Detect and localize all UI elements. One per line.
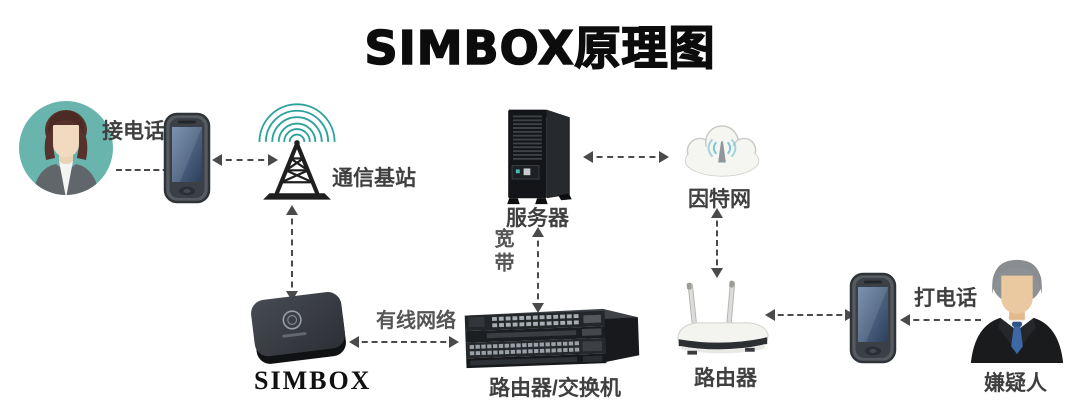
woman-avatar-icon (19, 101, 113, 195)
arrow-internet-router (710, 208, 723, 278)
base-station-label: 通信基站 (332, 167, 416, 190)
arrow-router-phone (765, 308, 855, 321)
server (496, 102, 582, 206)
arrow-suspect-to-phone (900, 313, 981, 326)
base-station (242, 96, 352, 208)
receiver-avatar (16, 98, 116, 198)
answer-call-label: 接电话 (102, 120, 165, 143)
arrowhead-down (285, 291, 298, 301)
arrowhead-left (583, 150, 593, 163)
arrowhead-right (659, 150, 669, 163)
suspect-phone (849, 272, 897, 364)
arrowhead-down (531, 303, 544, 313)
arrowhead-left (349, 335, 359, 348)
server-tower-icon (507, 109, 572, 205)
network-switch-icon (464, 308, 640, 369)
arrow-server-switch (531, 227, 544, 313)
arrowhead-up (285, 205, 298, 215)
arrow-server-internet (583, 150, 669, 163)
server-label: 服务器 (506, 207, 569, 230)
cell-tower-icon (258, 103, 336, 200)
make-call-label: 打电话 (914, 287, 977, 310)
arrowhead-down (710, 268, 723, 278)
arrow-simbox-switch (349, 335, 459, 348)
mobile-phone-icon (163, 112, 211, 204)
arrowhead-left (765, 308, 775, 321)
router-switch-label: 路由器/交换机 (489, 377, 621, 400)
router-switch (456, 300, 644, 370)
arrowhead-left (212, 153, 222, 166)
simbox-label: SIMBOX (254, 366, 372, 395)
router (672, 276, 772, 364)
arrow-phone-basestation (212, 153, 278, 166)
internet-label: 因特网 (688, 188, 751, 211)
arrowhead-left (900, 313, 910, 326)
arrow-basestation-simbox (285, 205, 298, 301)
arrowhead-right (449, 335, 459, 348)
simbox-device (240, 284, 358, 368)
suspect-label: 嫌疑人 (984, 372, 1047, 395)
mobile-phone-icon (849, 272, 897, 364)
wired-network-label: 有线网络 (376, 310, 456, 332)
broadband-label: 宽带 (491, 228, 513, 276)
arrowhead-right (268, 153, 278, 166)
simbox-box-icon (251, 292, 346, 364)
suspect-avatar (963, 255, 1071, 363)
internet-cloud (674, 116, 770, 182)
man-in-suit-icon (970, 259, 1064, 363)
arrowhead-up (710, 208, 723, 218)
receiver-phone (163, 112, 211, 204)
arrowhead-up (531, 227, 544, 237)
router-label: 路由器 (694, 367, 757, 390)
cloud-icon (684, 125, 760, 177)
page-title: SIMBOX原理图 (364, 20, 716, 76)
wifi-router-icon (677, 280, 769, 355)
